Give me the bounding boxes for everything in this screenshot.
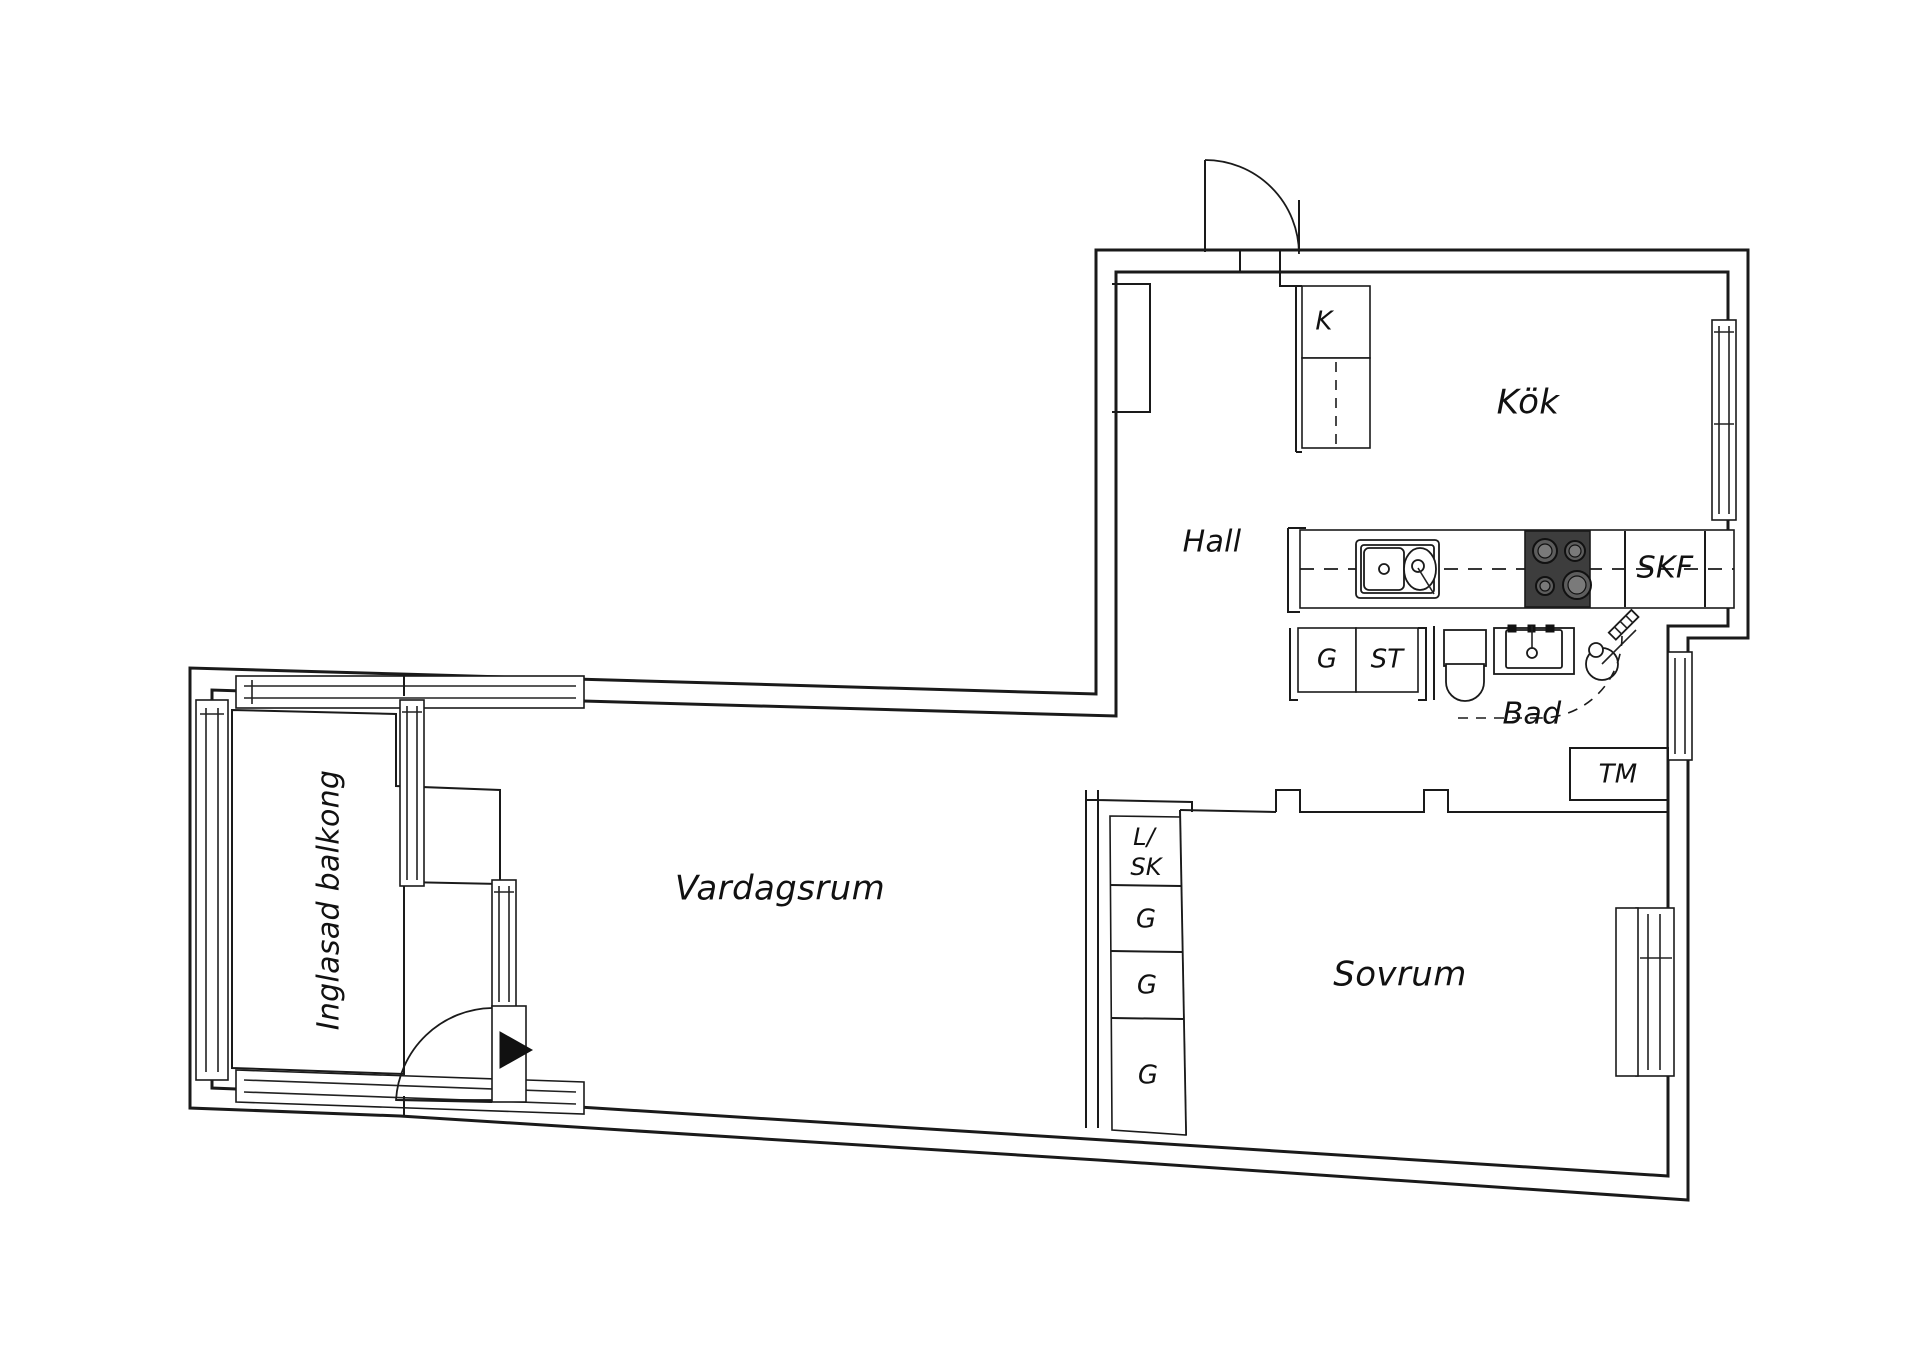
kitchen-stove bbox=[1524, 530, 1592, 608]
bath-window bbox=[1667, 651, 1693, 761]
balcony-window-inner-lower bbox=[491, 879, 517, 1009]
bedroom-window bbox=[1615, 907, 1675, 1077]
kitchen-sink bbox=[1355, 539, 1440, 599]
bathroom-door[interactable] bbox=[1458, 635, 1623, 719]
hall: Hall bbox=[1095, 250, 1302, 716]
bedroom: Sovrum bbox=[1179, 789, 1675, 1136]
closet-label-g-hall: G bbox=[1317, 645, 1337, 675]
closet-label-g2: G bbox=[1137, 971, 1157, 1001]
closet-label-g1: G bbox=[1136, 905, 1156, 935]
closet-label-lsk-line1: L/ bbox=[1133, 823, 1158, 851]
closet-label-k: K bbox=[1315, 307, 1334, 337]
room-label-hall: Hall bbox=[1183, 525, 1242, 560]
kitchen-counter-run: SKF bbox=[1287, 527, 1735, 613]
closet-label-st: ST bbox=[1371, 645, 1406, 675]
bath-toilet bbox=[1443, 629, 1487, 702]
closet-label-lsk-line2: SK bbox=[1130, 853, 1163, 881]
kitchen-window bbox=[1711, 319, 1737, 521]
kitchen: Kök bbox=[1497, 319, 1737, 521]
closet-label-tm: TM bbox=[1599, 760, 1638, 790]
tm-cabinet: TM bbox=[1569, 747, 1669, 801]
living-wardrobe-wall bbox=[1085, 790, 1099, 1128]
entrance-door[interactable] bbox=[1204, 159, 1300, 255]
room-label-bedroom: Sovrum bbox=[1333, 955, 1467, 995]
bathroom: Bad bbox=[1433, 608, 1693, 761]
room-label-kitchen: Kök bbox=[1497, 383, 1561, 423]
room-label-living-room: Vardagsrum bbox=[675, 869, 885, 909]
kitchen-pantry-cabinet: K bbox=[1295, 285, 1371, 453]
room-label-bathroom: Bad bbox=[1503, 697, 1563, 732]
balcony-door[interactable] bbox=[395, 1005, 534, 1103]
living-room: Vardagsrum bbox=[403, 674, 885, 1116]
closet-label-g3: G bbox=[1138, 1061, 1158, 1091]
skf-cabinet: SKF bbox=[1624, 531, 1706, 607]
wardrobe-column: L/ SK G G G bbox=[1085, 790, 1193, 1136]
balcony-window-bottom bbox=[235, 1069, 585, 1115]
bath-shower bbox=[1585, 608, 1640, 681]
hall-closets: G ST bbox=[1289, 627, 1427, 701]
closet-label-skf: SKF bbox=[1637, 551, 1694, 586]
room-label-balcony: Inglasad balkong bbox=[312, 770, 347, 1031]
balcony-window-inner-upper bbox=[399, 699, 425, 887]
balcony-window-left bbox=[195, 699, 229, 1081]
bath-washbasin bbox=[1493, 624, 1575, 675]
